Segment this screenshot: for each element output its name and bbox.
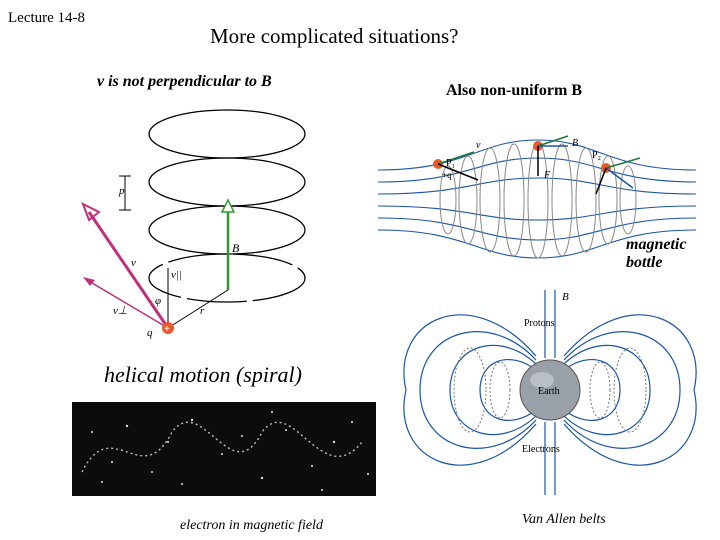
label-v-perp: v⊥ — [113, 305, 127, 317]
label-v-bottle: v — [476, 140, 481, 151]
electron-photo — [72, 402, 376, 496]
left-heading: v is not perpendicular to B — [97, 73, 272, 91]
label-v-par: v|| — [171, 269, 182, 281]
bottle-caption: magnetic bottle — [626, 236, 716, 272]
label-P1: P₁ — [446, 158, 455, 169]
velocity-arrow — [89, 212, 168, 328]
label-v: v — [131, 257, 136, 269]
bottle-vectors — [438, 136, 640, 168]
label-plus-q: +q — [442, 170, 452, 180]
lecture-label: Lecture 14-8 — [8, 10, 85, 27]
helical-caption: helical motion (spiral) — [104, 362, 302, 388]
label-q: q — [147, 327, 153, 339]
label-B: B — [232, 241, 240, 255]
radius-line — [168, 290, 228, 328]
label-protons: Protons — [524, 318, 555, 329]
left-heading-text: v is not perpendicular to B — [97, 73, 272, 90]
slide-title: More complicated situations? — [210, 24, 458, 49]
helix-diagram: p B r v|| v v⊥ φ + q — [75, 100, 315, 340]
label-B-belts: B — [562, 291, 569, 303]
svg-text:+: + — [164, 324, 170, 335]
label-B-bottle: B — [572, 138, 578, 149]
label-r: r — [200, 305, 205, 317]
belts-caption: Van Allen belts — [522, 512, 606, 528]
right-heading: Also non-uniform B — [446, 82, 582, 100]
label-p: p — [118, 185, 125, 197]
label-P2: P₂ — [592, 150, 601, 161]
label-F-bottle: F — [543, 170, 551, 181]
label-earth: Earth — [538, 386, 560, 397]
label-electrons: Electrons — [522, 444, 560, 455]
label-phi: φ — [155, 295, 161, 307]
photo-caption: electron in magnetic field — [180, 518, 323, 534]
van-allen-diagram: Earth Protons Electrons B — [400, 290, 700, 495]
